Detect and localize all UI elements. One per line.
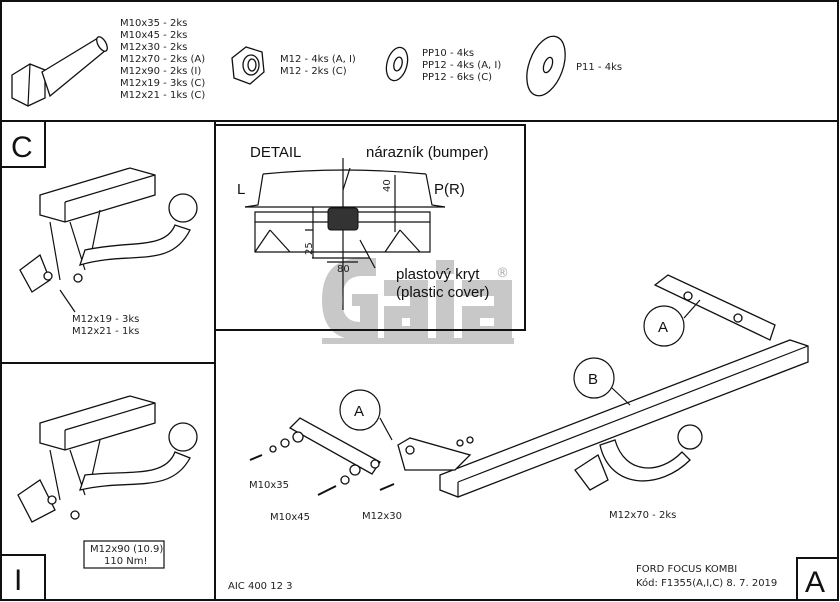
left-label: L: [237, 181, 245, 198]
bolt-spec: M12x90 - 2ks (I): [120, 66, 201, 77]
bumper-label: nárazník (bumper): [366, 144, 489, 161]
washer-spec: PP10 - 4ks: [422, 48, 474, 59]
crossbar-drawing: [288, 274, 809, 498]
bolt-spec: M10x45 - 2ks: [120, 30, 187, 41]
panel-letter-box: [0, 554, 46, 601]
bolt-spec: M10x35 - 2ks: [120, 18, 187, 29]
bolt-spec: M12x30 - 2ks: [120, 42, 187, 53]
callout-a: [339, 389, 381, 431]
detail-title: DETAIL: [250, 144, 301, 161]
cover-label: (plastic cover): [396, 284, 489, 301]
panel-letter-a: A: [805, 566, 825, 599]
panel-letter-c: C: [11, 131, 33, 164]
bolt-label: M10x45: [270, 512, 310, 523]
bolt-spec: M12x70 - 2ks (A): [120, 54, 205, 65]
bumper-section-drawing: [244, 158, 446, 310]
dimension-25: 25: [304, 242, 315, 255]
callout-label: A: [658, 319, 668, 336]
callout-label: B: [588, 371, 598, 388]
washer-spec: PP12 - 4ks (A, I): [422, 60, 501, 71]
gaia-logo: [322, 258, 514, 344]
bolt-label: M12x90 (10.9): [90, 544, 163, 555]
bolt-label: M12x19 - 3ks: [72, 314, 139, 325]
registered-mark: ®: [496, 266, 509, 281]
tow-hitch-i-drawing: [17, 395, 198, 523]
nut-icon: [231, 46, 265, 85]
washer-icon: [385, 46, 409, 82]
panel-letter-box: [0, 120, 46, 168]
bolt-label: M10x35: [249, 480, 289, 491]
callout-a: [643, 305, 685, 347]
detail-box: [214, 124, 526, 331]
bolt-list: M10x35 - 2ks M10x45 - 2ks M12x30 - 2ks M…: [120, 18, 205, 101]
callout-b: [573, 357, 615, 399]
large-washer-icon: [526, 35, 566, 97]
right-label: P(R): [434, 181, 465, 198]
panel-letter-i: I: [14, 564, 22, 597]
cover-label: plastový kryt: [396, 266, 480, 283]
tow-hitch-c-drawing: [19, 167, 198, 313]
bolt-icon: [11, 36, 108, 107]
nut-spec: M12 - 4ks (A, I): [280, 54, 356, 65]
large-washer-spec: P11 - 4ks: [576, 62, 622, 73]
dimension-80: 80: [337, 264, 350, 275]
torque-box: [83, 540, 165, 569]
bolt-label: M12x21 - 1ks: [72, 326, 139, 337]
bolt-label: M12x70 - 2ks: [609, 510, 676, 521]
washer-spec: PP12 - 6ks (C): [422, 72, 492, 83]
torque-label: 110 Nm!: [104, 556, 148, 567]
fastener-drawings: [249, 431, 474, 496]
callout-label: A: [354, 403, 364, 420]
vehicle-name: FORD FOCUS KOMBI: [636, 564, 737, 575]
nut-spec: M12 - 2ks (C): [280, 66, 347, 77]
bolt-spec: M12x21 - 1ks (C): [120, 90, 205, 101]
bolt-spec: M12x19 - 3ks (C): [120, 78, 205, 89]
product-code: Kód: F1355(A,I,C) 8. 7. 2019: [636, 577, 777, 589]
bolt-label: M12x30: [362, 511, 402, 522]
dimension-40: 40: [382, 179, 393, 192]
leader-lines: [379, 299, 701, 441]
drawing-number: AIC 400 12 3: [228, 581, 292, 592]
panel-letter-box: [796, 557, 839, 601]
